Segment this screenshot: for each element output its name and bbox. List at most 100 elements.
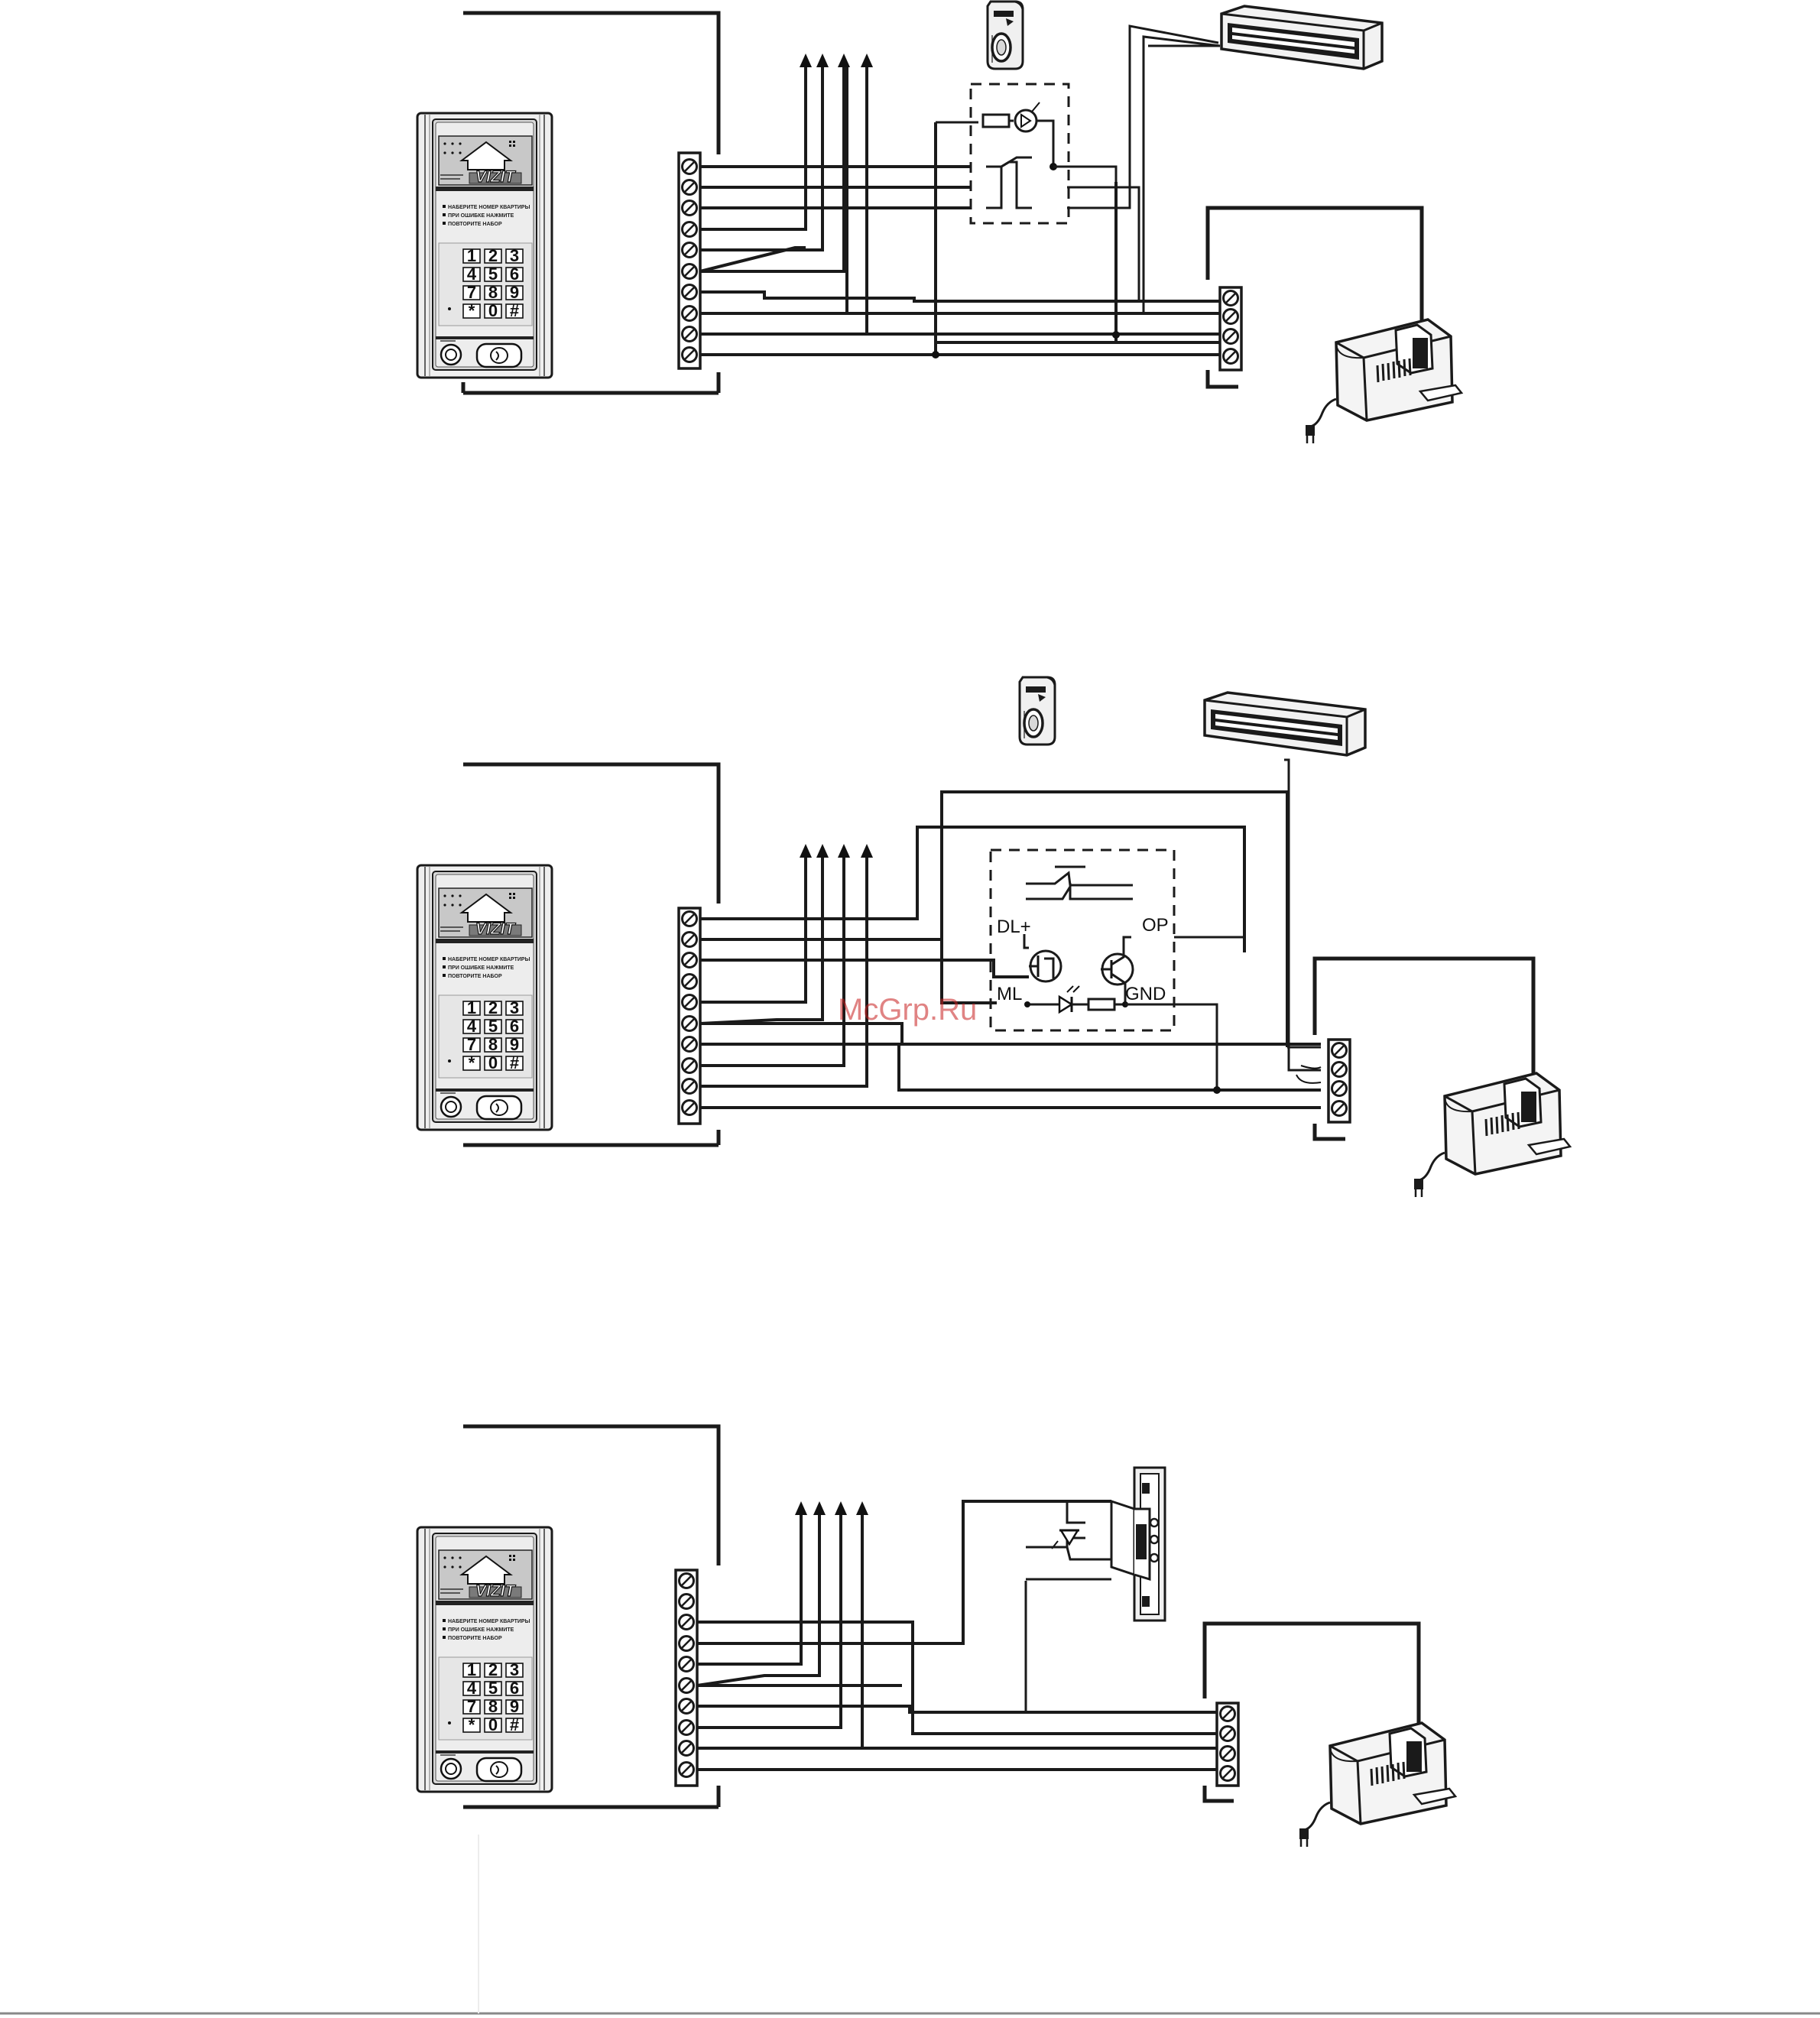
panel-notice-bullet [443, 213, 446, 216]
label-dl-plus: DL+ [997, 917, 1031, 937]
keypad-key-label: 7 [467, 283, 476, 302]
panel-notice-bullet [443, 1627, 446, 1630]
panel-notice-bullet [443, 222, 446, 225]
panel-notice-bullet [443, 957, 446, 960]
arrow-up-group-1 [800, 54, 873, 67]
panel-notice-line: ПОВТОРИТЕ НАБОР [448, 974, 502, 979]
keypad-key [462, 303, 481, 319]
panel-brand-2: VIZIT [475, 920, 517, 938]
panel-led [448, 307, 451, 310]
panel-notice-line: ПРИ ОШИБКЕ НАЖМИТЕ [448, 965, 514, 971]
keypad-key-label: # [510, 301, 519, 320]
keypad-key [505, 285, 524, 300]
panel-notice-line: НАБЕРИТЕ НОМЕР КВАРТИРЫ [448, 957, 530, 962]
label-ml: ML [997, 984, 1022, 1004]
keypad-key [484, 1681, 502, 1696]
keypad-key [462, 1699, 481, 1715]
keypad-key [462, 248, 481, 264]
exit-button-1 [986, 0, 1024, 70]
keypad-key [505, 1037, 524, 1053]
panel-notice-bullet [443, 1636, 446, 1639]
keypad-key-label: 2 [488, 246, 498, 265]
label-gnd: GND [1125, 984, 1166, 1004]
power-supply-2 [1413, 1072, 1572, 1199]
keypad-key [484, 1056, 502, 1071]
keypad-key-label: 9 [510, 283, 519, 302]
keypad-key [505, 1663, 524, 1678]
keypad-key [462, 1056, 481, 1071]
panel-notice-line: ПОВТОРИТЕ НАБОР [448, 222, 502, 227]
panel-notice-line: ПОВТОРИТЕ НАБОР [448, 1636, 502, 1641]
keypad-key-label: 8 [488, 1035, 498, 1054]
keypads: НАБЕРИТЕ НОМЕР КВАРТИРЫ ПРИ ОШИБКЕ НАЖМИТ… [443, 205, 530, 1734]
keypad-key [462, 267, 481, 282]
call-panel-3 [416, 1526, 553, 1793]
keypad-key-label: 5 [488, 1017, 498, 1036]
arrow-up-group-3 [795, 1501, 868, 1515]
keypad-key [462, 1001, 481, 1016]
power-supply-3 [1298, 1721, 1457, 1848]
arrow-up-group-2 [800, 844, 873, 858]
keypad-key [484, 285, 502, 300]
exit-button-2 [1018, 676, 1056, 746]
keypad-key-label: 4 [467, 264, 477, 284]
panel-notice-line: НАБЕРИТЕ НОМЕР КВАРТИРЫ [448, 1619, 530, 1624]
keypad-key [462, 285, 481, 300]
keypad-key [484, 248, 502, 264]
keypad-key [462, 1019, 481, 1034]
keypad-key-label: * [469, 301, 475, 320]
diagram-1: VIZIT [416, 0, 1463, 445]
call-panel-2 [416, 864, 553, 1131]
power-supply-1 [1304, 318, 1463, 445]
keypad-key-label: 2 [488, 998, 498, 1017]
keypad-key-label: 6 [510, 264, 519, 284]
keypad-key [484, 1663, 502, 1678]
keypad-key [505, 1681, 524, 1696]
keypad-key-label: 1 [467, 1660, 476, 1679]
keypad-key-label: 7 [467, 1035, 476, 1054]
keypad-key [462, 1037, 481, 1053]
keypad-key [505, 303, 524, 319]
keypad-key [505, 1718, 524, 1733]
keypad-key-label: # [510, 1715, 519, 1734]
panel-led [448, 1721, 451, 1724]
keypad-key-label: * [469, 1053, 475, 1072]
maglock-2 [1203, 691, 1367, 757]
keypad-key [505, 267, 524, 282]
panel-notice-line: НАБЕРИТЕ НОМЕР КВАРТИРЫ [448, 205, 530, 210]
panel-notice-bullet [443, 1619, 446, 1622]
electric-strike [1110, 1466, 1166, 1622]
keypad-key-label: 2 [488, 1660, 498, 1679]
keypad-key-label: * [469, 1715, 475, 1734]
keypad-key-label: 4 [467, 1017, 477, 1036]
keypad-key [462, 1681, 481, 1696]
keypad-key-label: 9 [510, 1035, 519, 1054]
keypad-key-label: 6 [510, 1679, 519, 1698]
keypad-key-label: 5 [488, 264, 498, 284]
keypad-key [505, 248, 524, 264]
keypad-key [462, 1718, 481, 1733]
keypad-key [484, 1001, 502, 1016]
diagram-2: VIZIT DL+ OP ML GND [416, 676, 1572, 1199]
keypad-key-label: 3 [510, 998, 519, 1017]
keypad-key-label: 0 [488, 301, 498, 320]
keypad-key-label: 0 [488, 1053, 498, 1072]
keypad-key-label: 6 [510, 1017, 519, 1036]
keypad-key [505, 1001, 524, 1016]
keypad-key-label: 9 [510, 1697, 519, 1716]
panel-notice-bullet [443, 205, 446, 208]
maglock-1 [1220, 5, 1384, 70]
panel-notice-line: ПРИ ОШИБКЕ НАЖМИТЕ [448, 213, 514, 219]
keypad-key-label: 0 [488, 1715, 498, 1734]
keypad-key-label: 5 [488, 1679, 498, 1698]
keypad-key-label: 1 [467, 246, 476, 265]
keypad-key-label: 1 [467, 998, 476, 1017]
call-panel-1 [416, 112, 553, 379]
keypad-key-label: 8 [488, 283, 498, 302]
label-op: OP [1142, 915, 1169, 936]
panel-notice-bullet [443, 974, 446, 977]
keypad-key [484, 1019, 502, 1034]
keypad-key [505, 1019, 524, 1034]
panel-brand-3: VIZIT [475, 1582, 517, 1600]
keypad-key [484, 1037, 502, 1053]
